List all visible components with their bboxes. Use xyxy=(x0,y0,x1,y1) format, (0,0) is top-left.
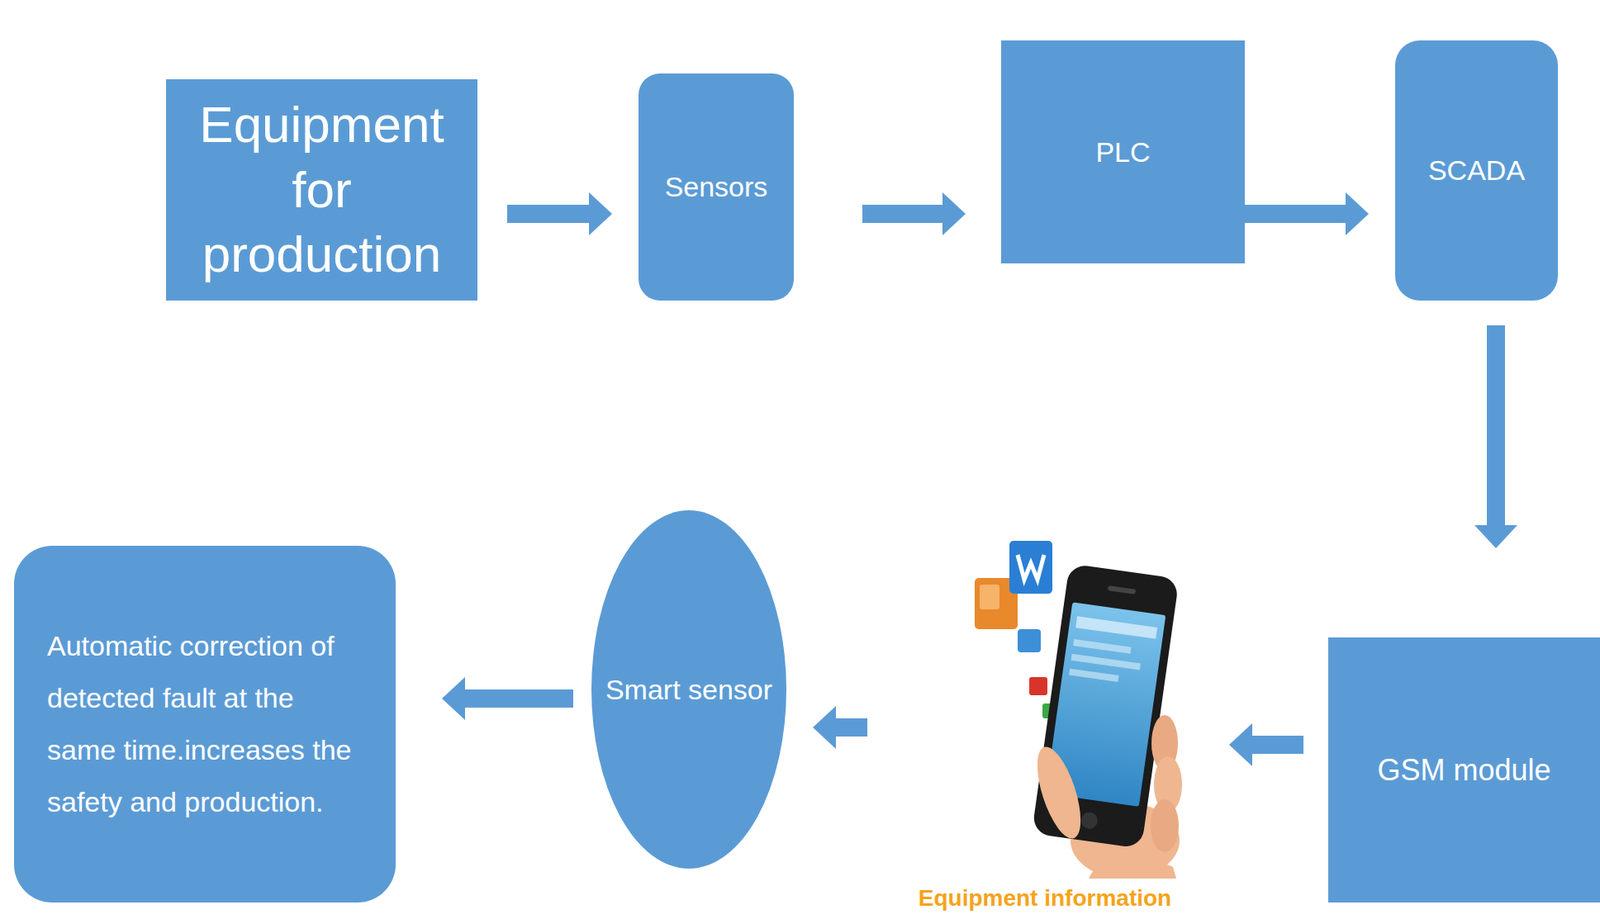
process-box: Sensors xyxy=(638,73,794,301)
caption-text: Equipment information xyxy=(918,884,1172,913)
app-icon-detail xyxy=(1017,555,1045,580)
phone-node: Equipment information xyxy=(875,525,1215,916)
app-icon xyxy=(1017,629,1041,653)
node-text: SCADA xyxy=(1428,153,1525,188)
process-box: PLC xyxy=(1001,40,1245,264)
node-text: PLC xyxy=(1095,135,1150,170)
flow-arrow xyxy=(1486,325,1506,526)
node-text: Equipment for production xyxy=(177,92,466,288)
result-box: Automatic correction of detected fault a… xyxy=(14,545,396,903)
process-box: Equipment for production xyxy=(166,79,478,301)
phone-button xyxy=(1080,811,1100,831)
screen-line xyxy=(1071,654,1141,671)
phone-speaker xyxy=(1107,585,1137,595)
flow-arrow xyxy=(507,204,589,224)
screen-line xyxy=(1072,639,1131,655)
process-box: SCADA xyxy=(1395,40,1558,301)
app-icon-detail xyxy=(979,584,1000,610)
hand-thumb xyxy=(1028,742,1090,845)
app-icon xyxy=(1009,541,1053,594)
screen-line xyxy=(1068,669,1120,683)
flow-arrow xyxy=(862,204,943,224)
screen-bar xyxy=(1075,616,1158,640)
flow-arrow xyxy=(1252,735,1304,755)
node-text: Smart sensor xyxy=(605,669,773,712)
ellipse-shape xyxy=(591,510,787,869)
node-text: GSM module xyxy=(1376,752,1551,789)
flow-arrow xyxy=(1244,204,1346,224)
flow-arrow xyxy=(465,689,574,708)
node-text: Automatic correction of detected fault a… xyxy=(47,620,363,829)
smart-sensor-ellipse: Smart sensor xyxy=(591,510,787,869)
process-box: GSM module xyxy=(1328,637,1600,903)
node-text: Sensors xyxy=(664,170,769,205)
hand-wrist xyxy=(1088,859,1177,879)
app-icon xyxy=(1029,677,1048,696)
hand-finger xyxy=(1150,799,1179,853)
flow-arrow xyxy=(835,718,868,737)
